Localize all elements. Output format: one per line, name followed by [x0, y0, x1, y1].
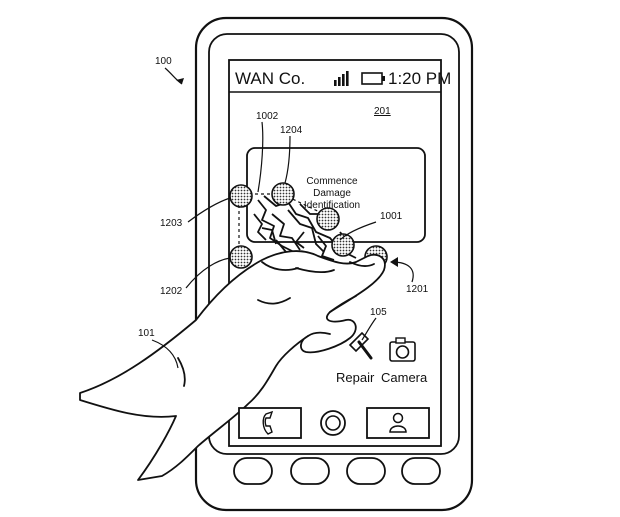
dialog-line-2: Damage: [313, 188, 351, 199]
ref-100: 100: [155, 56, 172, 67]
camera-icon: [389, 337, 416, 362]
hardware-button-4[interactable]: [401, 457, 441, 485]
marker-1203[interactable]: [229, 184, 253, 208]
nav-bar: [238, 407, 430, 439]
user-hand: [79, 250, 386, 481]
contact-icon: [389, 412, 407, 433]
ref-1203: 1203: [160, 218, 183, 229]
hardware-button-1[interactable]: [233, 457, 273, 485]
leaders: [151, 67, 414, 369]
ref-1002: 1002: [256, 111, 279, 122]
dialog-line-1: Commence: [306, 176, 358, 187]
marker-1001[interactable]: [316, 207, 340, 231]
camera-label: Camera: [381, 370, 428, 385]
ref-105: 105: [370, 307, 387, 318]
repair-app[interactable]: Repair: [336, 331, 375, 385]
ref-101: 101: [138, 328, 155, 339]
repair-label: Repair: [336, 370, 375, 385]
marker-1202[interactable]: [229, 245, 253, 269]
clock: 1:20 PM: [388, 69, 451, 88]
ref-201: 201: [374, 106, 391, 117]
marker-1204[interactable]: [271, 182, 295, 206]
home-button-icon[interactable]: [320, 410, 346, 436]
ref-1204: 1204: [280, 125, 303, 136]
battery-icon: [361, 72, 385, 85]
phone-icon: [262, 410, 274, 435]
arrow-1201: [390, 257, 398, 267]
camera-app[interactable]: Camera: [381, 337, 428, 385]
ref-1001: 1001: [380, 211, 403, 222]
arrow-100: [176, 78, 184, 84]
damage-dialog[interactable]: Commence Damage Identification: [246, 147, 426, 243]
ref-1201: 1201: [406, 284, 429, 295]
hardware-button-3[interactable]: [346, 457, 386, 485]
ref-1202: 1202: [160, 286, 183, 297]
carrier-name: WAN Co.: [235, 69, 305, 88]
marker-1002[interactable]: [331, 233, 355, 257]
signal-icon: [334, 71, 349, 86]
hardware-button-2[interactable]: [290, 457, 330, 485]
dialog-line-3: Identification: [304, 200, 360, 211]
status-bar: WAN Co. 1:20 PM: [229, 69, 451, 93]
